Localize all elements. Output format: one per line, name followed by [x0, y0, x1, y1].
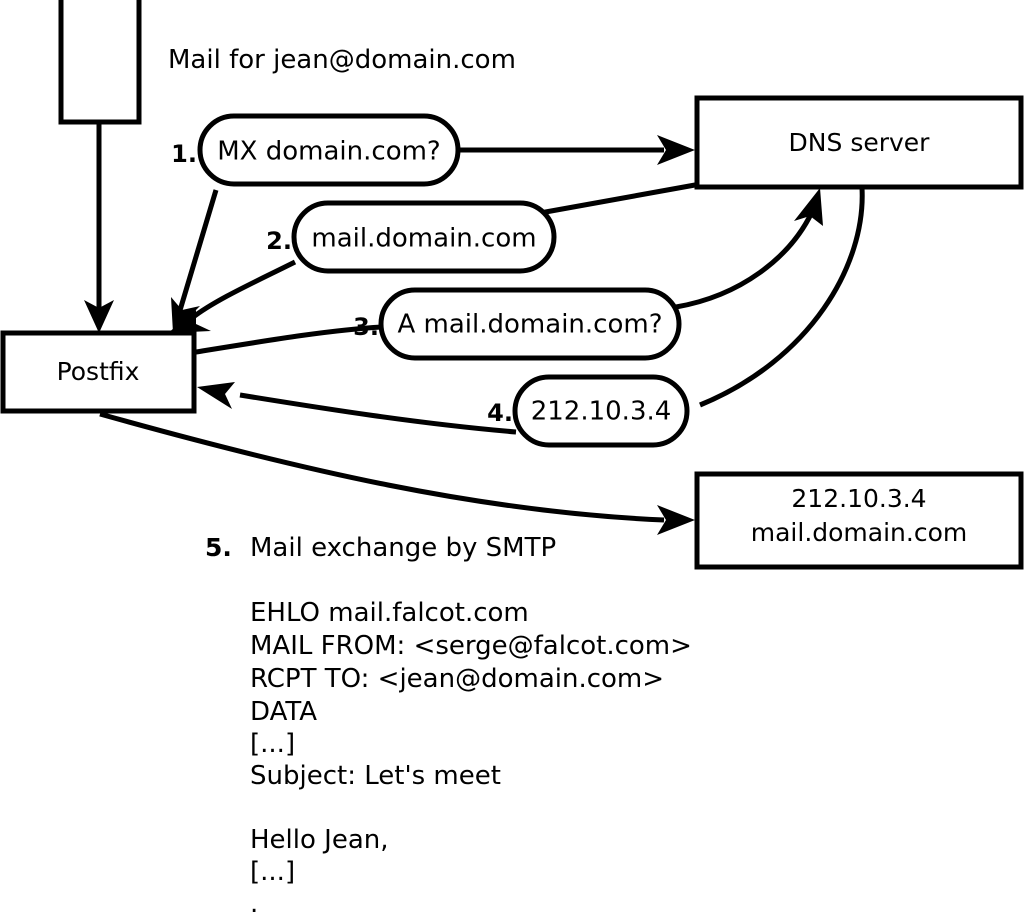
step-2-bubble-rect — [291, 200, 557, 274]
smtp-transcript: EHLO mail.falcot.com MAIL FROM: <serge@f… — [250, 598, 692, 919]
step-bubble-2: 2. mail.domain.com — [266, 200, 557, 274]
node-sender-client-box — [58, 0, 142, 125]
edge-step4-to-postfix — [197, 382, 517, 435]
step-1-label: MX domain.com? — [217, 137, 440, 167]
edge-step1-to-dns — [460, 135, 695, 165]
edge-postfix-to-mailserver — [99, 411, 695, 535]
step-1-number: 1. — [171, 140, 197, 168]
node-mail-server-box: 212.10.3.4 mail.domain.com — [694, 471, 1024, 570]
step-4-bubble-rect — [512, 374, 690, 448]
smtp-line-3: DATA — [250, 697, 317, 727]
smtp-line-5: Subject: Let's meet — [250, 761, 501, 791]
step-4-number: 4. — [487, 399, 513, 427]
dns-box-rect — [694, 95, 1024, 190]
edge-postfix-to-step1 — [171, 189, 219, 333]
smtp-line-2: RCPT TO: <jean@domain.com> — [250, 664, 664, 694]
edge-dns-to-step4 — [699, 187, 865, 408]
step-4-label: 212.10.3.4 — [531, 397, 672, 427]
smtp-line-0: EHLO mail.falcot.com — [250, 598, 529, 628]
step-3-number: 3. — [353, 313, 379, 341]
smtp-line-1: MAIL FROM: <serge@falcot.com> — [250, 631, 692, 661]
mail-server-box-rect — [694, 471, 1024, 570]
postfix-box-rect — [0, 330, 197, 414]
smtp-line-8: [...] — [250, 857, 295, 887]
node-dns-server-box: DNS server — [694, 95, 1024, 190]
step-bubble-3: 3. A mail.domain.com? — [353, 287, 682, 361]
edge-step3-to-dns — [675, 188, 823, 310]
mail-server-ip-label: 212.10.3.4 — [791, 484, 926, 513]
step-bubble-1: 1. MX domain.com? — [171, 113, 461, 187]
smtp-line-4: [...] — [250, 729, 295, 759]
step-2-number: 2. — [266, 227, 292, 255]
step-3-bubble-rect — [378, 287, 682, 361]
edge-postfix-to-step3 — [195, 324, 383, 355]
step-5-number: 5. — [205, 533, 232, 562]
mail-server-hostname-label: mail.domain.com — [751, 518, 967, 547]
dns-box-label: DNS server — [789, 128, 931, 157]
sender-box-rect — [58, 0, 142, 125]
step-1-bubble-rect — [197, 113, 461, 187]
step-5-label: Mail exchange by SMTP — [250, 533, 556, 563]
step-2-label: mail.domain.com — [311, 224, 536, 254]
step-5-group: 5. Mail exchange by SMTP — [205, 533, 556, 563]
step-bubble-4: 4. 212.10.3.4 — [487, 374, 690, 448]
mail-for-caption: Mail for jean@domain.com — [168, 45, 516, 75]
edge-sender-to-postfix — [84, 122, 114, 333]
smtp-line-9: . — [250, 889, 258, 919]
smtp-line-7: Hello Jean, — [250, 825, 389, 855]
postfix-box-label: Postfix — [57, 357, 140, 386]
edge-step2-to-postfix — [168, 259, 297, 333]
edge-dns-to-step2 — [539, 182, 696, 216]
node-postfix-box: Postfix — [0, 330, 197, 414]
step-3-label: A mail.domain.com? — [398, 310, 663, 340]
